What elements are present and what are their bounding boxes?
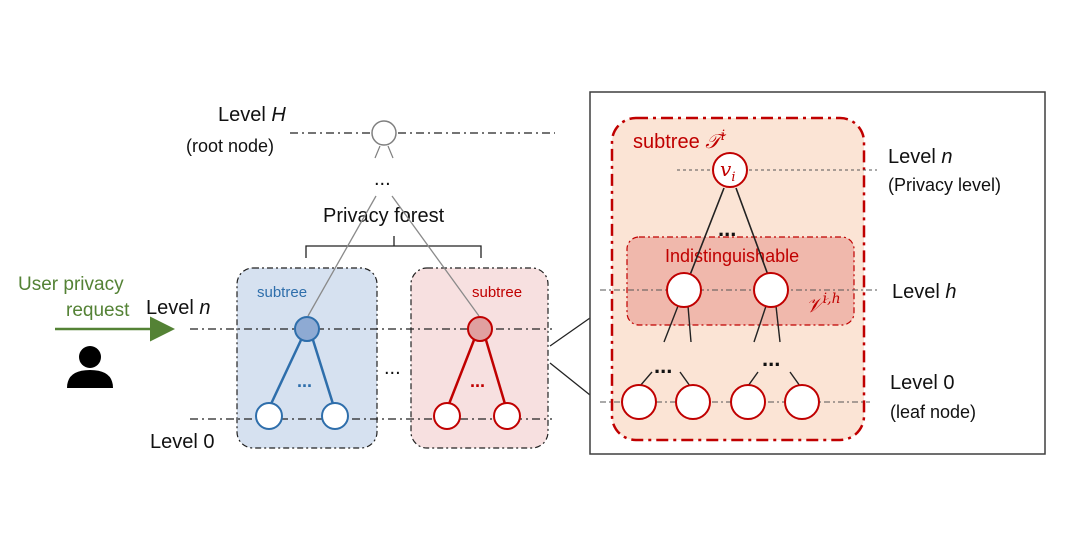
blue-subtree-dots: ... xyxy=(297,371,312,391)
between-subtrees-dots: ... xyxy=(384,357,401,379)
indistinguishable-label: Indistinguishable xyxy=(665,246,799,266)
level-h-label: Level h xyxy=(892,281,957,303)
zoom-level-n-label: Level n xyxy=(888,146,953,168)
red-subtree-label: subtree xyxy=(472,284,522,301)
zoomed-subtree-title: subtree 𝒯i xyxy=(633,128,727,153)
indistinguishable-node-1 xyxy=(666,272,702,308)
zoom-dots-top: ... xyxy=(718,216,736,241)
privacy-forest-title: Privacy forest xyxy=(323,205,445,227)
blue-subtree-label: subtree xyxy=(257,284,307,301)
subtree-root-label: vi xyxy=(720,157,735,185)
forest-brace xyxy=(305,236,482,258)
level-n-label: Level n xyxy=(146,297,211,319)
leaf-node-2 xyxy=(675,384,711,420)
top-dots: ... xyxy=(374,168,391,190)
zoom-dots-left: ... xyxy=(654,353,672,378)
blue-subtree-root-node xyxy=(294,316,320,342)
level-H-label: Level H xyxy=(218,104,286,126)
level-0-label: Level 0 xyxy=(150,431,215,453)
root-node-label: (root node) xyxy=(186,136,274,156)
leaf-node-4 xyxy=(784,384,820,420)
red-subtree-dots: ... xyxy=(470,371,485,391)
zoom-dots-right: ... xyxy=(762,346,780,371)
privacy-level-label: (Privacy level) xyxy=(888,175,1001,195)
zoom-level-0-label: Level 0 xyxy=(890,372,955,394)
blue-leaf-node-2 xyxy=(321,402,349,430)
red-leaf-node-1 xyxy=(433,402,461,430)
indistinguishable-node-2 xyxy=(753,272,789,308)
indistinguishable-set-symbol: 𝒱i,h xyxy=(806,291,841,317)
red-leaf-node-2 xyxy=(493,402,521,430)
user-privacy-request-line2: request xyxy=(66,300,130,321)
leaf-node-label: (leaf node) xyxy=(890,402,976,422)
leaf-node-1 xyxy=(621,384,657,420)
blue-leaf-node-1 xyxy=(255,402,283,430)
subtree-root-node-vi xyxy=(712,152,748,188)
user-privacy-request-line1: User privacy xyxy=(18,274,124,295)
person-icon xyxy=(67,346,113,388)
root-node xyxy=(371,120,397,146)
leaf-node-3 xyxy=(730,384,766,420)
red-subtree-root-node xyxy=(467,316,493,342)
